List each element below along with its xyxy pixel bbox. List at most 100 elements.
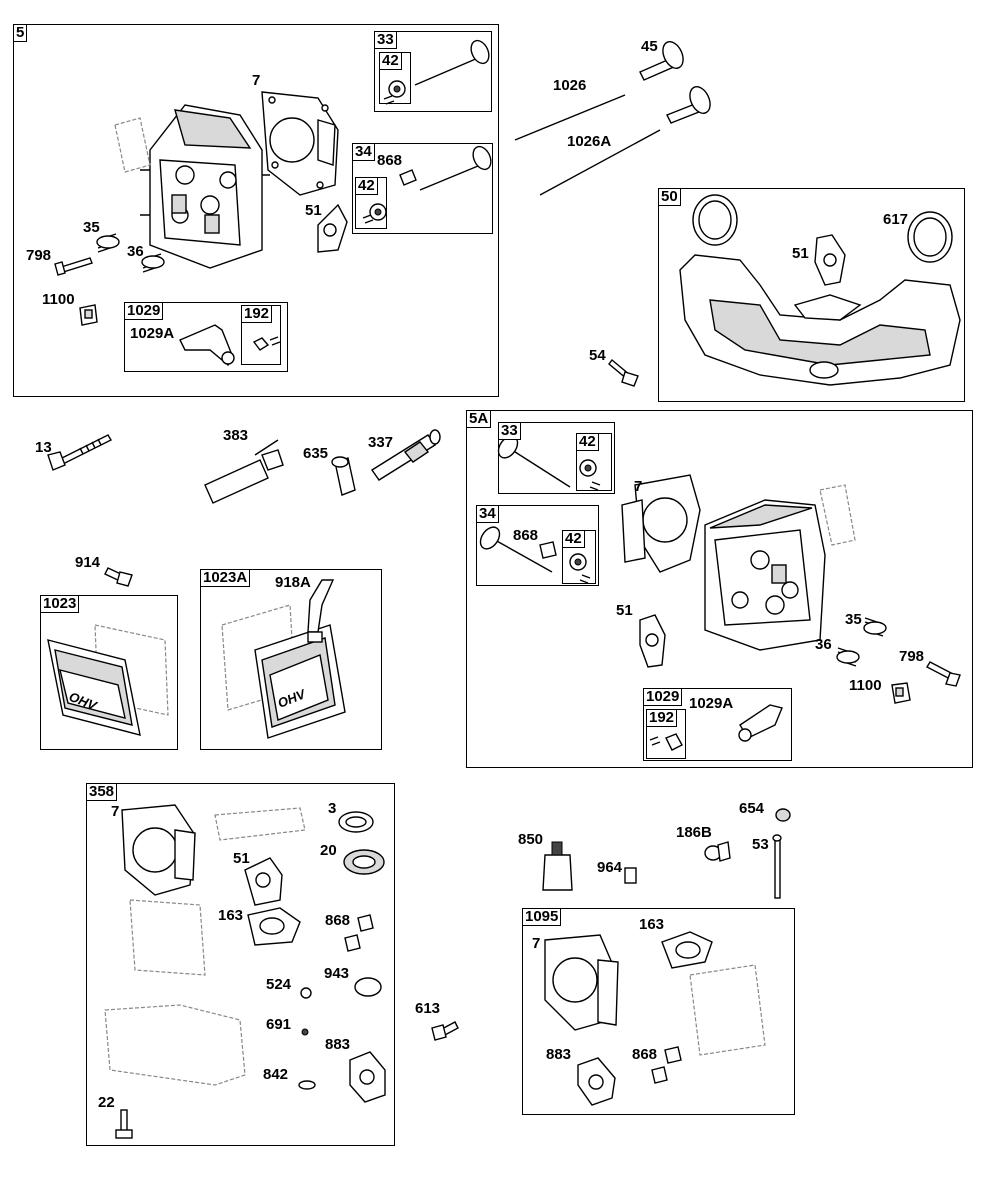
callout-163: 163 (218, 907, 244, 924)
callout-1029a: 1029A (689, 695, 734, 712)
callout-7: 7 (252, 72, 261, 89)
box-192-top: 192 (241, 305, 281, 365)
box-5: 5 (13, 24, 499, 397)
callout-1029a: 1029A (130, 325, 175, 342)
callout-7: 7 (111, 803, 120, 820)
stud-53 (772, 834, 782, 899)
box-1029-tag: 1029 (124, 302, 164, 320)
rocker-arm-1029-top (179, 324, 281, 367)
pushrods-1026 (514, 94, 661, 196)
callout-1100: 1100 (849, 677, 882, 694)
head-gasket-7-top (261, 91, 339, 196)
callout-383: 383 (223, 427, 249, 444)
box-358: 358 (86, 783, 395, 1146)
box-33-5a: 33 42 (498, 422, 615, 494)
callout-654: 654 (739, 800, 765, 817)
manifold-gaskets-617-51 (692, 194, 953, 286)
callout-914: 914 (75, 554, 101, 571)
box-1029-tag: 1029 (643, 688, 683, 706)
box-358-tag: 358 (86, 783, 118, 801)
callout-35: 35 (83, 219, 100, 236)
callout-617: 617 (883, 211, 909, 228)
box-42-mid: 42 (355, 177, 387, 229)
bolt-798-top (54, 257, 93, 276)
callout-186b: 186B (676, 824, 712, 841)
valve-cover-1023a: OHV (221, 579, 346, 739)
callout-842: 842 (263, 1066, 289, 1083)
callout-13: 13 (35, 439, 52, 456)
box-1029-5a: 1029 192 (643, 688, 792, 761)
box-33-tag: 33 (374, 31, 397, 49)
box-42-top: 42 (379, 52, 411, 104)
box-192-5a: 192 (646, 709, 686, 759)
callout-36: 36 (815, 636, 832, 653)
callout-868: 868 (325, 912, 351, 929)
box-1029-top: 1029 192 (124, 302, 288, 372)
box-192-tag: 192 (241, 305, 273, 323)
box-34-tag: 34 (476, 505, 499, 523)
valve-33-42 (383, 39, 490, 105)
screw-54 (608, 358, 639, 387)
nut-654 (775, 808, 791, 822)
box-34-tag: 34 (352, 143, 375, 161)
rocker-arm-1029-5a (649, 704, 783, 751)
callout-868: 868 (632, 1046, 658, 1063)
callout-691: 691 (266, 1016, 292, 1033)
box-50: 50 (658, 188, 965, 402)
nut-1100-5a (891, 682, 911, 704)
callout-35: 35 (845, 611, 862, 628)
box-42-tag: 42 (379, 52, 402, 70)
callout-51: 51 (792, 245, 809, 262)
box-42-5a-top: 42 (576, 433, 612, 491)
valve-springs-35-36-top (96, 233, 165, 273)
box-1023a-tag: 1023A (200, 569, 251, 587)
nut-1100-top (79, 304, 98, 326)
breather-186b (704, 841, 731, 862)
valve-34-42-868-5a (479, 526, 591, 584)
screw-613 (431, 1021, 459, 1041)
box-33-top: 33 42 (374, 31, 492, 112)
callout-3: 3 (328, 800, 337, 817)
valve-34-42-868 (362, 145, 492, 224)
callout-20: 20 (320, 842, 337, 859)
dowel-964 (624, 867, 637, 884)
cylinder-head-right (704, 484, 856, 651)
gasket-set-358-parts (104, 804, 386, 1139)
bolt-13 (47, 434, 112, 471)
callout-1026a: 1026A (567, 133, 612, 150)
box-5a-tag: 5A (466, 410, 492, 428)
callout-163: 163 (639, 916, 665, 933)
valve-cover-1023: OHV (47, 624, 169, 736)
intake-manifold-50 (679, 254, 961, 386)
sealant-tube-850 (542, 841, 573, 891)
box-1023a: 1023A (200, 569, 382, 750)
callout-22: 22 (98, 1094, 115, 1111)
valve-33-42-5a (497, 435, 601, 491)
box-50-tag: 50 (658, 188, 681, 206)
box-42-tag: 42 (355, 177, 378, 195)
head-gasket-7-5a (621, 474, 701, 573)
callout-883: 883 (325, 1036, 351, 1053)
callout-964: 964 (597, 859, 623, 876)
box-192-tag: 192 (646, 709, 678, 727)
spark-plug-337 (371, 429, 441, 481)
box-1023: 1023 (40, 595, 178, 750)
callout-798: 798 (899, 648, 925, 665)
callout-53: 53 (752, 836, 769, 853)
valves-45 (639, 41, 711, 124)
callout-36: 36 (127, 243, 144, 260)
callout-850: 850 (518, 831, 544, 848)
box-1023-tag: 1023 (40, 595, 80, 613)
callout-51: 51 (305, 202, 322, 219)
callout-524: 524 (266, 976, 292, 993)
box-42-tag: 42 (562, 530, 585, 548)
callout-51: 51 (233, 850, 250, 867)
bolt-798-5a (926, 661, 961, 687)
screw-914 (104, 567, 133, 587)
callout-883: 883 (546, 1046, 572, 1063)
callout-1100: 1100 (42, 291, 75, 308)
box-34-5a: 34 42 (476, 505, 599, 586)
callout-943: 943 (324, 965, 350, 982)
callout-337: 337 (368, 434, 394, 451)
